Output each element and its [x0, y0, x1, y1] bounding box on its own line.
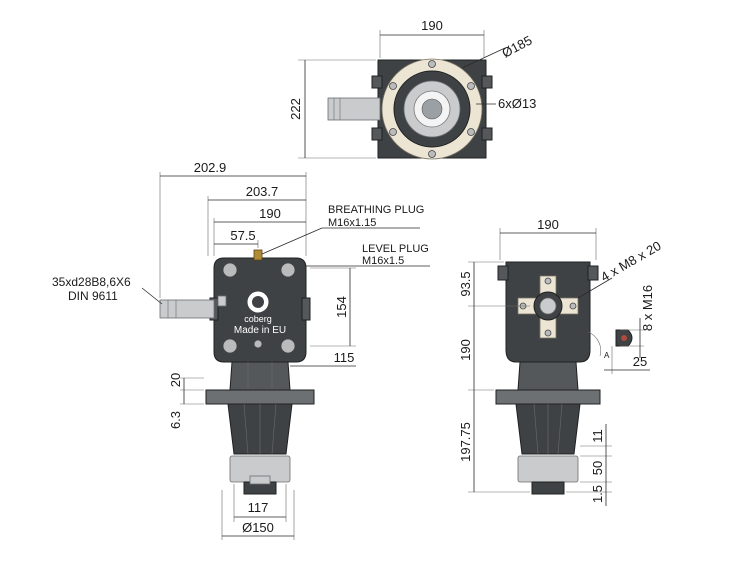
dim-202-9-label: 202.9: [194, 160, 227, 175]
dim-115-label: 115: [334, 350, 355, 365]
front-view-flange-plate: [205, 389, 315, 405]
front-view-neck: [229, 361, 291, 391]
front-view-input-shaft: [159, 299, 215, 319]
top-view-shaft: [327, 97, 381, 121]
dim-154-label: 154: [334, 296, 349, 318]
side-dim-190-width-label: 190: [537, 217, 559, 232]
top-view-lug-right-2: [481, 127, 493, 141]
side-dim-197-75-label: 197.75: [458, 422, 473, 462]
shaft-standard-label: DIN 9611: [68, 289, 118, 303]
breathing-plug-thread-label: M16x1.15: [328, 217, 376, 229]
side-dim-93-5-label: 93.5: [458, 271, 473, 296]
top-view-lug-right: [481, 75, 493, 89]
breathing-plug-label: BREATHING PLUG: [328, 204, 424, 216]
side-dim-1-5-label: 1.5: [590, 485, 605, 503]
svg-text:coberg: coberg: [244, 314, 272, 324]
side-dim-50-label: 50: [590, 461, 605, 475]
top-view-height-label: 222: [288, 98, 303, 120]
side-dim-11-label: 11: [590, 429, 605, 443]
level-plug-thread-label: M16x1.5: [362, 255, 404, 267]
front-view-bolt: [280, 262, 296, 278]
dim-20-label: 20: [168, 373, 183, 387]
dim-150-label: Ø150: [242, 520, 274, 535]
detail-a-label: A: [604, 351, 610, 360]
front-view-bolt: [222, 262, 238, 278]
side-dim-25-label: 25: [633, 354, 647, 369]
level-plug-icon: [253, 339, 263, 349]
dim-117-label: 117: [248, 500, 269, 515]
side-thread-label: 8 x M16: [640, 285, 655, 331]
dim-203-7-label: 203.7: [246, 184, 279, 199]
front-view: coberg Made in EU 202.9 203.7 190 57.5 B…: [52, 160, 430, 540]
front-view-bolt: [222, 338, 238, 354]
top-view-flange-dia-label: Ø185: [499, 32, 534, 60]
coberg-logo: coberg Made in EU: [234, 291, 286, 336]
breathing-plug-icon: [253, 249, 263, 261]
side-view-hub: [517, 455, 579, 483]
front-view-bolt: [280, 338, 296, 354]
made-in-label: Made in EU: [234, 325, 286, 336]
level-plug-label: LEVEL PLUG: [362, 243, 429, 255]
dim-6-3-label: 6.3: [168, 411, 183, 429]
side-view-flange-plate: [495, 389, 601, 405]
top-view-lug-left: [371, 75, 383, 89]
shaft-spec-label: 35xd28B8,6X6: [52, 275, 131, 289]
top-view-lug-left-2: [371, 127, 383, 141]
top-view-holes-label: 6xØ13: [498, 96, 536, 111]
side-dim-190-label: 190: [458, 339, 473, 361]
top-view: 190 222 Ø185 6xØ13: [288, 18, 536, 160]
side-holes-label: 4 x M8 x 20: [598, 238, 664, 285]
side-view: A 190 4 x M8 x 20 93.5 190 197.75 8 x M1…: [458, 217, 664, 506]
dim-57-5-label: 57.5: [230, 228, 255, 243]
top-view-width-label: 190: [421, 18, 443, 33]
dim-190-label: 190: [259, 206, 281, 221]
